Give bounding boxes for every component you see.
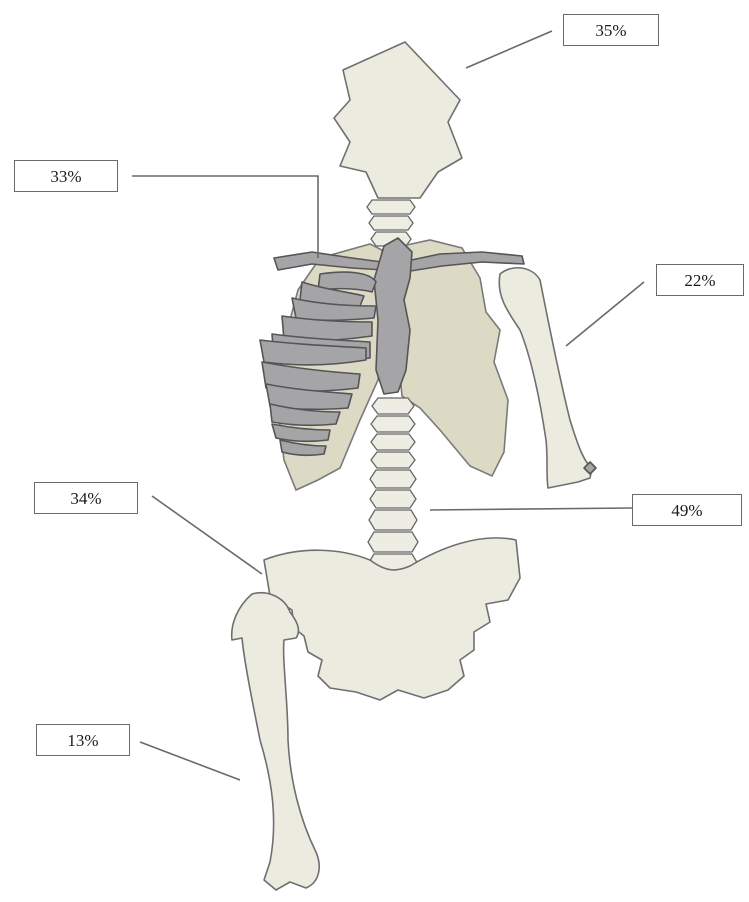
skull bbox=[334, 42, 462, 198]
ribs-label: 33% bbox=[14, 160, 118, 192]
skull-label: 35% bbox=[563, 14, 659, 46]
vertebral-column bbox=[368, 398, 418, 574]
sternum bbox=[374, 238, 412, 394]
femur-leader bbox=[140, 742, 240, 780]
humerus bbox=[499, 268, 592, 488]
cervical-vertebrae bbox=[367, 200, 415, 246]
humerus-leader bbox=[566, 282, 644, 346]
hip-label: 34% bbox=[34, 482, 138, 514]
ribs-leader bbox=[132, 176, 318, 258]
spine-label: 49% bbox=[632, 494, 742, 526]
hip-leader bbox=[152, 496, 262, 574]
spine-leader bbox=[430, 508, 632, 510]
femur-label: 13% bbox=[36, 724, 130, 756]
skull-leader bbox=[466, 31, 552, 68]
humerus-label: 22% bbox=[656, 264, 744, 296]
